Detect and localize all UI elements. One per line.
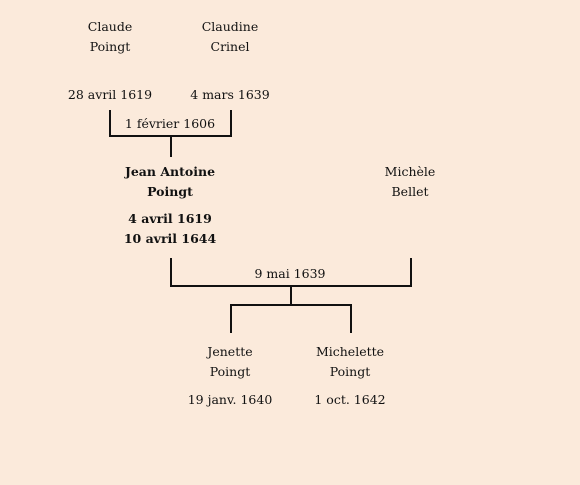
child-1-first-name: Jenette xyxy=(207,344,253,359)
child-2-date: 1 oct. 1642 xyxy=(314,392,386,407)
children-descent-connector xyxy=(290,287,292,306)
mother-first-name: Claudine xyxy=(201,19,259,34)
child-1-date: 19 janv. 1640 xyxy=(187,392,273,407)
mother-connector xyxy=(230,110,232,137)
spouse-first-name: Michèle xyxy=(384,164,436,179)
child-2-last-name: Poingt xyxy=(329,364,371,379)
children-bar xyxy=(230,304,352,306)
mother-date: 4 mars 1639 xyxy=(190,87,270,102)
father-date: 28 avril 1619 xyxy=(67,87,153,102)
mother-last-name: Crinel xyxy=(210,39,250,54)
top-marriage-bar xyxy=(109,135,232,137)
main-person-date-2: 10 avril 1644 xyxy=(123,231,217,246)
second-marriage-bar xyxy=(170,285,412,287)
child-2-connector xyxy=(350,304,352,333)
top-marriage-date: 1 février 1606 xyxy=(124,116,216,131)
child-1-last-name: Poingt xyxy=(209,364,251,379)
spouse-connector xyxy=(410,258,412,287)
child-1-connector xyxy=(230,304,232,333)
main-person-date-1: 4 avril 1619 xyxy=(128,211,212,226)
second-marriage-date: 9 mai 1639 xyxy=(254,266,326,281)
main-person-connector xyxy=(170,258,172,287)
spouse-last-name: Bellet xyxy=(391,184,429,199)
child-2-first-name: Michelette xyxy=(315,344,385,359)
descent-connector xyxy=(170,137,172,157)
father-first-name: Claude xyxy=(87,19,133,34)
main-person-last-name: Poingt xyxy=(147,184,193,199)
main-person-first-name: Jean Antoine xyxy=(124,164,216,179)
father-connector xyxy=(109,110,111,137)
father-last-name: Poingt xyxy=(89,39,131,54)
